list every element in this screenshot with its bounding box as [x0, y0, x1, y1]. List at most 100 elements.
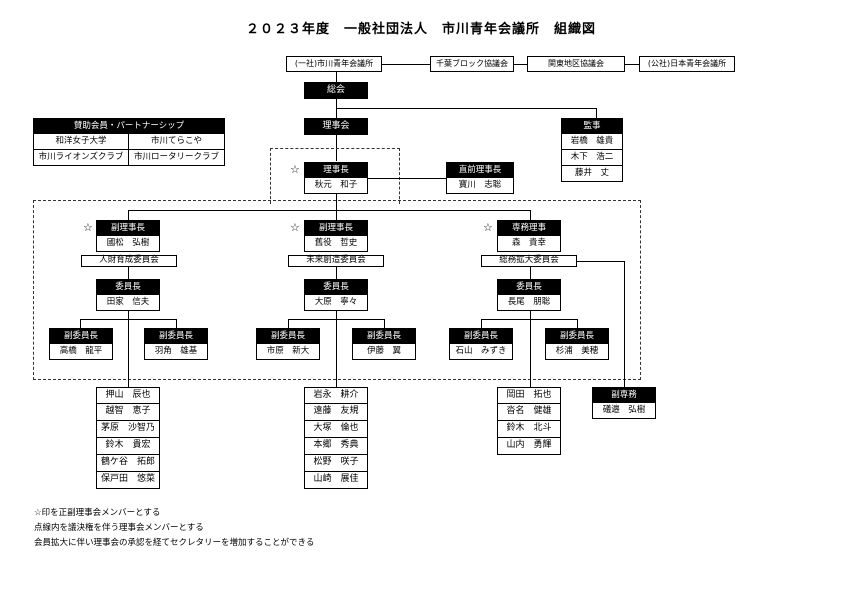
member-name: 茅原 沙智乃 [96, 421, 160, 438]
member-name: 山内 勇輝 [497, 438, 561, 455]
chair-name: 大原 寧々 [304, 295, 368, 311]
connector-line [336, 320, 337, 387]
committee-label: 人財育成委員会 [81, 255, 177, 267]
connector-line [530, 267, 531, 279]
connector-line [336, 311, 337, 319]
board-member-boundary-top [270, 148, 400, 204]
connector-line [530, 311, 531, 319]
connector-line [624, 261, 625, 387]
org-box-chiba-block: 千葉ブロック協議会 [430, 56, 514, 72]
star-icon: ☆ [83, 221, 93, 234]
committee-label: 未来創造委員会 [288, 255, 384, 267]
connector-line [176, 319, 177, 328]
board-member-boundary [33, 200, 641, 380]
connector-line [128, 210, 129, 220]
org-label: (一社)市川青年会議所 [294, 59, 374, 68]
member-name: 大塚 倫也 [304, 421, 368, 438]
vice-chair-name: 杉浦 美穂 [545, 344, 609, 360]
sponsor-table: 賛助会員・パートナーシップ 和洋女子大学 市川てらこや 市川ライオンズクラブ 市… [33, 118, 225, 166]
note-line: ☆印を正副理事会メンバーとする [34, 508, 161, 518]
vp-name: 舊役 哲史 [304, 236, 368, 252]
org-label: 関東地区協議会 [548, 59, 604, 68]
vp-name: 森 貴幸 [497, 236, 561, 252]
connector-line [625, 64, 639, 65]
vice-chair-box: 副委員長 伊藤 翼 [352, 328, 416, 360]
board-label: 理事会 [305, 119, 367, 134]
chair-label: 委員長 [497, 279, 561, 295]
connector-line [288, 319, 384, 320]
vice-chair-box: 副委員長 杉浦 美穂 [545, 328, 609, 360]
vice-chair-box: 副委員長 高橋 龍平 [49, 328, 113, 360]
auditor-table: 監事 岩橋 雄貴 木下 浩二 藤井 丈 [561, 118, 623, 182]
connector-line [368, 178, 446, 179]
connector-line [336, 267, 337, 279]
connector-line [80, 319, 176, 320]
connector-line [577, 319, 578, 328]
past-president-box: 直前理事長 寶川 志聡 [446, 162, 514, 194]
connector-line [336, 72, 337, 82]
president-box: 理事長 秋元 和子 [304, 162, 368, 194]
member-list: 岩永 耕介 遠藤 友規 大塚 倫也 本郷 秀典 松野 咲子 山崎 展佳 [304, 387, 368, 489]
sponsor-header: 賛助会員・パートナーシップ [33, 118, 225, 134]
secretary-label: 副専務 [592, 387, 656, 403]
president-name: 秋元 和子 [304, 178, 368, 194]
connector-line [288, 319, 289, 328]
vp-box: 専務理事 森 貴幸 [497, 220, 561, 252]
note-line: 点線内を議決権を伴う理事会メンバーとする [34, 523, 204, 533]
past-president-name: 寶川 志聡 [446, 178, 514, 194]
member-name: 遠藤 友規 [304, 404, 368, 421]
vice-chair-label: 副委員長 [144, 328, 208, 344]
auditor-name: 木下 浩二 [561, 150, 623, 166]
vice-chair-name: 石山 みずき [449, 344, 513, 360]
member-name: 松野 咲子 [304, 455, 368, 472]
org-label: (公社)日本青年会議所 [647, 59, 727, 68]
vice-chair-box: 副委員長 羽角 雄基 [144, 328, 208, 360]
member-name: 山崎 展佳 [304, 472, 368, 489]
auditor-name: 岩橋 雄貴 [561, 134, 623, 150]
connector-line [336, 194, 337, 210]
connector-line [128, 320, 129, 387]
member-list: 岡田 拓也 沓名 健雄 鈴木 北斗 山内 勇輝 [497, 387, 561, 455]
member-name: 沓名 健雄 [497, 404, 561, 421]
vice-chair-box: 副委員長 石山 みずき [449, 328, 513, 360]
star-icon: ☆ [290, 163, 300, 176]
chair-box: 委員長 長尾 朋聡 [497, 279, 561, 311]
vice-chair-name: 伊藤 翼 [352, 344, 416, 360]
sponsor-item: 市川ロータリークラブ [129, 150, 225, 166]
board-box: 理事会 [304, 118, 368, 135]
chair-name: 田家 信夫 [96, 295, 160, 311]
secretary-name: 礒邉 弘樹 [592, 403, 656, 419]
vice-chair-name: 高橋 龍平 [49, 344, 113, 360]
org-box-japan-jc: (公社)日本青年会議所 [639, 56, 735, 72]
vice-chair-label: 副委員長 [545, 328, 609, 344]
vice-chair-box: 副委員長 市原 新大 [256, 328, 320, 360]
connector-line [481, 319, 577, 320]
connector-line [336, 210, 337, 220]
president-label: 理事長 [304, 162, 368, 178]
sponsor-item: 市川ライオンズクラブ [33, 150, 129, 166]
member-list: 押山 辰也 越智 恵子 茅原 沙智乃 鈴木 貴宏 鶴ケ谷 拓郎 保戸田 悠菜 [96, 387, 160, 489]
connector-line [530, 320, 531, 387]
vp-label: 副理事長 [304, 220, 368, 236]
member-name: 岡田 拓也 [497, 387, 561, 404]
notes: ☆印を正副理事会メンバーとする 点線内を議決権を伴う理事会メンバーとする 会員拡… [34, 506, 534, 551]
auditor-name: 藤井 丈 [561, 166, 623, 182]
chair-name: 長尾 朋聡 [497, 295, 561, 311]
general-meeting-box: 総会 [304, 82, 368, 99]
auditor-label: 監事 [561, 118, 623, 134]
past-president-label: 直前理事長 [446, 162, 514, 178]
vice-chair-label: 副委員長 [449, 328, 513, 344]
connector-line [530, 210, 531, 220]
sponsor-item: 市川てらこや [129, 134, 225, 150]
secretary-box: 副専務 礒邉 弘樹 [592, 387, 656, 419]
vp-name: 國松 弘樹 [96, 236, 160, 252]
vp-label: 副理事長 [96, 220, 160, 236]
member-name: 越智 恵子 [96, 404, 160, 421]
member-name: 鶴ケ谷 拓郎 [96, 455, 160, 472]
member-name: 鈴木 貴宏 [96, 438, 160, 455]
connector-line [384, 319, 385, 328]
connector-line [382, 64, 430, 65]
org-label: 千葉ブロック協議会 [436, 59, 508, 68]
vice-chair-label: 副委員長 [256, 328, 320, 344]
vp-box: 副理事長 國松 弘樹 [96, 220, 160, 252]
